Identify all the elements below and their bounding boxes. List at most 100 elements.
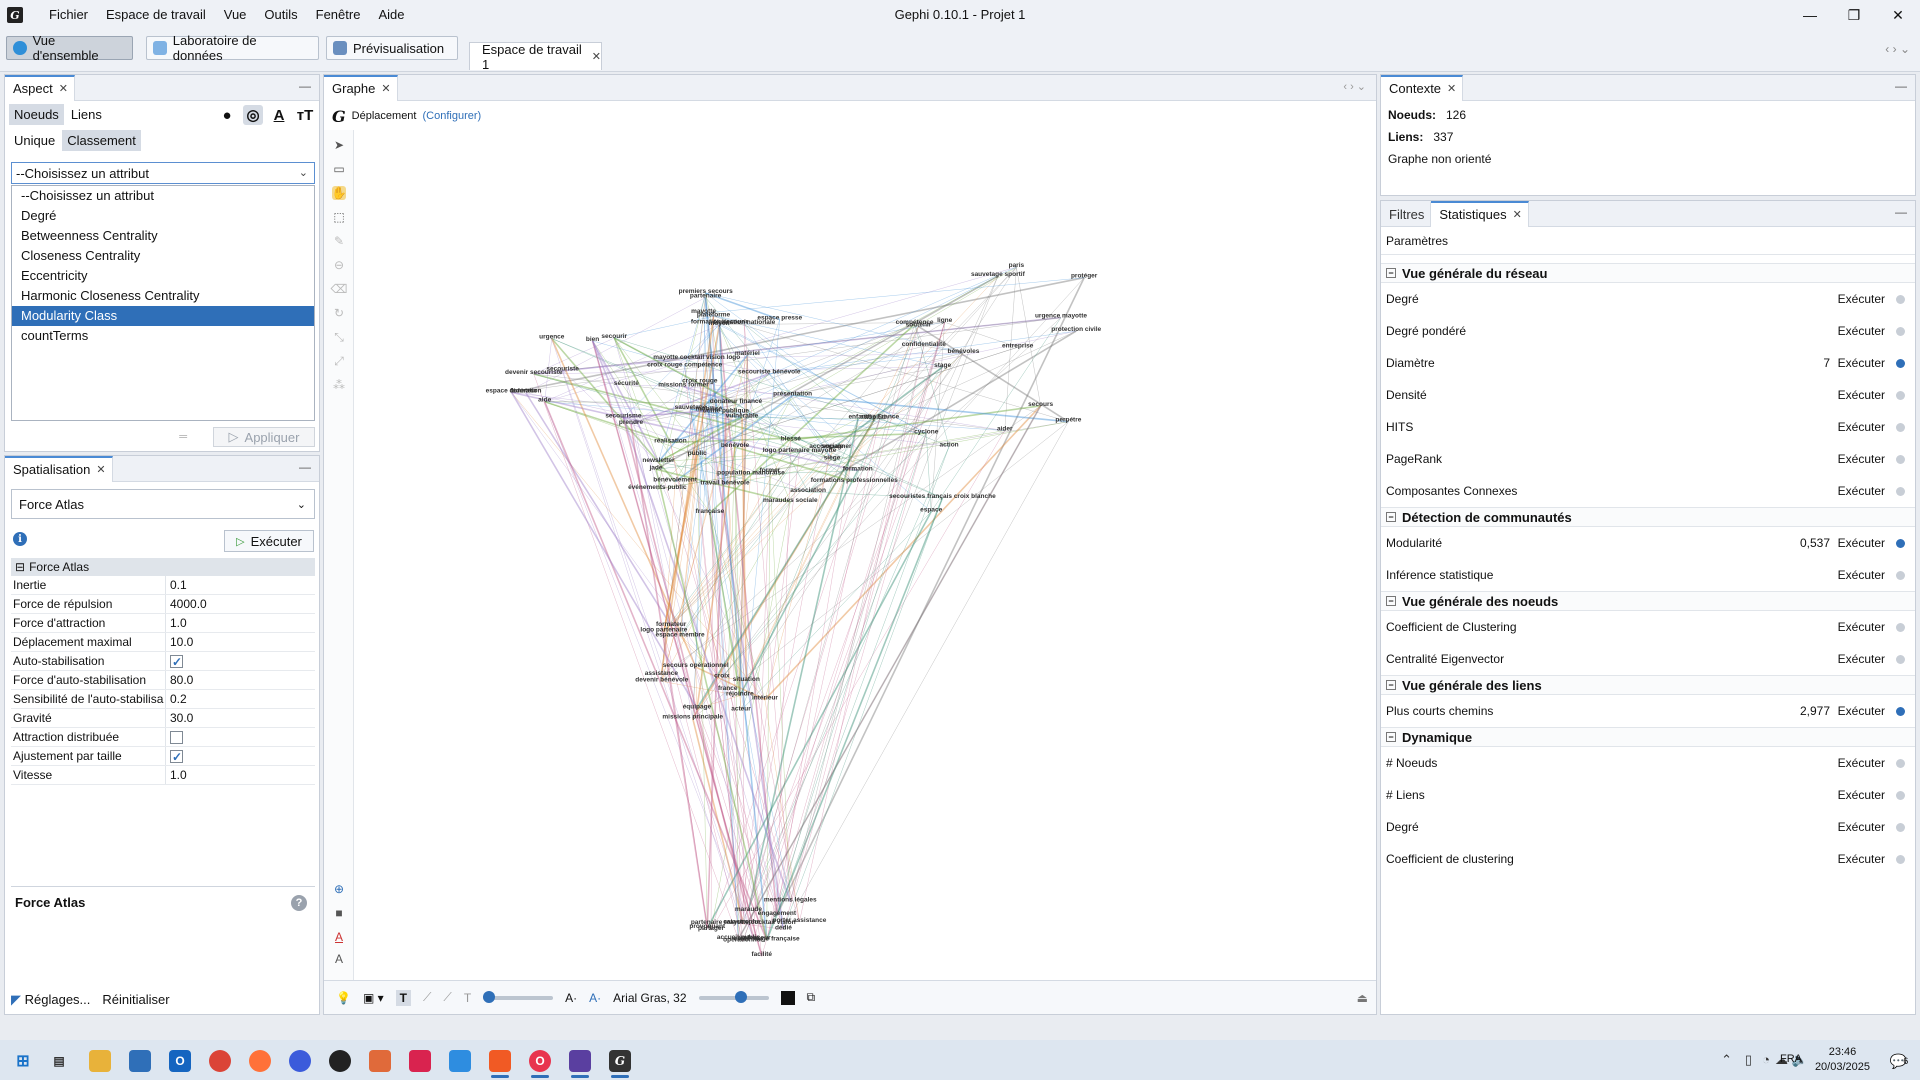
label-color-icon[interactable]: A xyxy=(334,930,343,944)
gephi-icon[interactable]: G xyxy=(609,1050,631,1072)
node-label[interactable]: secouriste xyxy=(546,365,579,372)
node-label[interactable]: action xyxy=(940,441,959,448)
attribute-option[interactable]: Closeness Centrality xyxy=(21,248,141,263)
node-label[interactable]: prendre xyxy=(619,419,644,426)
app-icon[interactable] xyxy=(569,1050,591,1072)
lightbulb-icon[interactable]: 💡 xyxy=(336,990,351,1005)
node-label[interactable]: mayotte cocktail vision logo xyxy=(653,354,740,361)
size-icon[interactable]: ◎ xyxy=(243,105,263,125)
node-label[interactable]: urgence mayotte xyxy=(1035,313,1087,320)
minimize-window-button[interactable]: — xyxy=(1803,7,1817,23)
property-value[interactable] xyxy=(166,747,315,767)
close-icon[interactable]: ✕ xyxy=(381,83,391,95)
property-row[interactable]: Auto-stabilisation xyxy=(11,652,315,672)
node-label[interactable]: présentation xyxy=(773,390,812,397)
info-icon[interactable] xyxy=(1896,758,1905,768)
minimize-icon[interactable]: — xyxy=(1895,79,1907,93)
node-label[interactable]: public xyxy=(688,450,708,457)
close-icon[interactable]: ✕ xyxy=(58,83,68,95)
node-label[interactable]: dédié xyxy=(775,924,792,931)
run-statistic-button[interactable]: Exécuter xyxy=(1837,420,1885,434)
attribute-option[interactable]: countTerms xyxy=(21,328,89,343)
node-label[interactable]: porter assistance xyxy=(772,917,826,924)
close-icon[interactable]: ✕ xyxy=(96,464,106,476)
tab-nodes[interactable]: Noeuds xyxy=(9,103,64,125)
info-icon[interactable] xyxy=(1896,422,1905,432)
report-icon[interactable] xyxy=(1896,538,1905,548)
unique-tab[interactable]: Unique xyxy=(14,132,56,148)
run-statistic-button[interactable]: Exécuter xyxy=(1837,652,1885,666)
font-size-up-icon[interactable]: A· xyxy=(589,990,602,1005)
node-label[interactable]: situation xyxy=(733,676,760,683)
node-label[interactable]: newsletter xyxy=(642,457,675,464)
property-value[interactable]: 0.1 xyxy=(170,578,187,592)
store-icon[interactable] xyxy=(129,1050,151,1072)
notification-icon[interactable]: 💬6 xyxy=(1889,1052,1909,1069)
label-color-icon[interactable]: A xyxy=(273,106,285,124)
menu-window[interactable]: Fenêtre xyxy=(315,7,361,22)
run-statistic-button[interactable]: Exécuter xyxy=(1837,568,1885,582)
node-label[interactable]: croix rouge xyxy=(682,378,718,385)
node-label[interactable]: française xyxy=(696,508,725,515)
node-label[interactable]: confidentialité xyxy=(902,341,946,348)
node-label[interactable]: stage xyxy=(934,362,951,369)
node-label[interactable]: équipage xyxy=(683,703,712,710)
node-label[interactable]: entreprise xyxy=(1002,342,1034,349)
chrome-icon[interactable] xyxy=(209,1050,231,1072)
property-row[interactable]: Ajustement par taille xyxy=(11,747,315,767)
node-label[interactable]: engagement xyxy=(758,910,797,917)
outlook-icon[interactable]: O xyxy=(169,1050,191,1072)
node-label[interactable]: aide xyxy=(538,397,551,404)
node-label[interactable]: espace xyxy=(920,507,942,514)
info-icon[interactable] xyxy=(1896,326,1905,336)
cloud-icon[interactable]: ☁ xyxy=(1775,1052,1788,1067)
attribute-option[interactable]: --Choisissez un attribut xyxy=(21,188,154,203)
layout-algorithm-select[interactable]: Force Atlas ⌄ xyxy=(11,489,315,519)
node-label[interactable]: formateur xyxy=(656,621,687,628)
run-statistic-button[interactable]: Exécuter xyxy=(1837,356,1885,370)
clock[interactable]: 23:46 20/03/2025 xyxy=(1814,1046,1870,1073)
data-lab-button[interactable]: Laboratoire de données xyxy=(146,33,319,63)
node-label[interactable]: acteur xyxy=(731,705,751,712)
font-size-down-icon[interactable]: A· xyxy=(565,990,578,1005)
node-label[interactable]: missions principale xyxy=(662,713,723,720)
brush-icon[interactable]: ✎ xyxy=(333,234,345,248)
menu-help[interactable]: Aide xyxy=(378,7,405,22)
property-value[interactable]: 80.0 xyxy=(170,673,194,687)
ranking-tab[interactable]: Classement xyxy=(62,129,141,151)
info-icon[interactable] xyxy=(1896,570,1905,580)
node-label[interactable]: croix rouge compétence xyxy=(647,361,723,368)
label-size-icon[interactable]: T xyxy=(463,990,472,1005)
property-checkbox[interactable] xyxy=(170,653,183,672)
node-label[interactable]: cyclone xyxy=(914,428,939,435)
apply-button[interactable]: ▷ Appliquer xyxy=(213,427,315,447)
node-label[interactable]: bénévole xyxy=(721,442,750,449)
attribute-option[interactable]: Degré xyxy=(21,208,57,223)
attribute-option[interactable]: Harmonic Closeness Centrality xyxy=(21,288,200,303)
attributes-icon[interactable]: ⧉ xyxy=(806,990,816,1004)
node-label[interactable]: espace presse xyxy=(757,315,802,322)
brave-icon[interactable] xyxy=(489,1050,511,1072)
tab-aspect[interactable]: Aspect ✕ xyxy=(5,74,75,101)
run-statistic-button[interactable]: Exécuter xyxy=(1837,388,1885,402)
panel-nav[interactable]: ‹ › ⌄ xyxy=(1343,81,1366,93)
node-label[interactable]: sécurité xyxy=(614,380,639,387)
stats-group-header[interactable]: −Dynamique xyxy=(1381,727,1915,747)
app-icon[interactable] xyxy=(289,1050,311,1072)
settings-link[interactable]: ◤ Réglages... xyxy=(11,992,91,1007)
property-row[interactable]: Attraction distribuée xyxy=(11,728,315,747)
node-label[interactable]: croix xyxy=(714,672,730,679)
node-label[interactable]: logo partenaire mayotte xyxy=(763,447,837,454)
task-view-icon[interactable]: ▤ xyxy=(53,1054,65,1068)
run-statistic-button[interactable]: Exécuter xyxy=(1837,820,1885,834)
preview-button[interactable]: Prévisualisation xyxy=(326,36,458,60)
language-indicator[interactable]: FRA xyxy=(1780,1053,1802,1065)
lock-icon[interactable]: ⏏ xyxy=(1356,990,1368,1005)
zoom-icon[interactable]: ⊕ xyxy=(333,882,345,896)
node-label[interactable]: donateur financé xyxy=(710,398,763,405)
node-label[interactable]: vulnérable xyxy=(726,413,759,420)
